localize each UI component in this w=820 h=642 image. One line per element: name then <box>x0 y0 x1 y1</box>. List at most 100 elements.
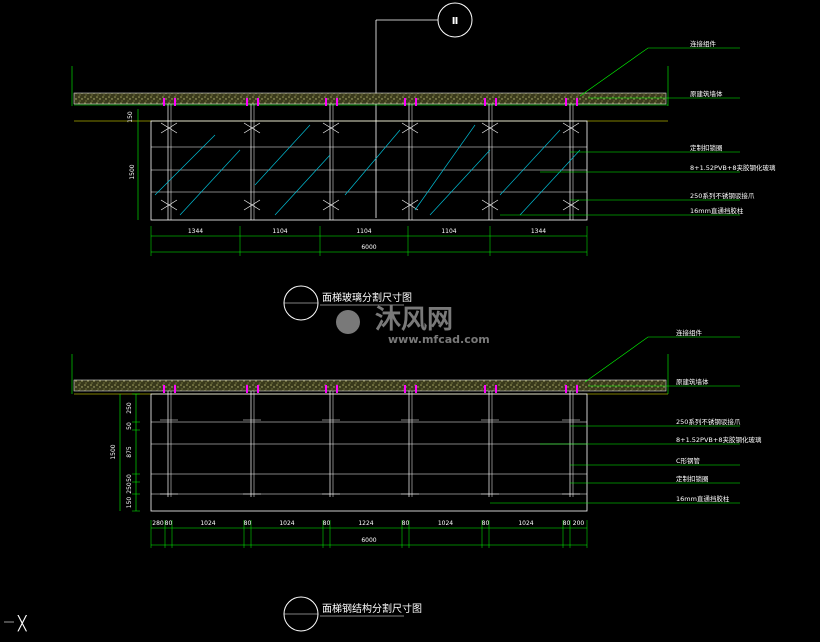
top-claw-5-1 <box>562 199 580 211</box>
top-dim-label-1: 1104 <box>272 228 287 235</box>
top-label-1: 原建筑墙体 <box>690 89 723 98</box>
bottom-left-label-4: 250 <box>126 482 133 494</box>
bottom-posts <box>160 385 580 497</box>
glass-hatch-2 <box>254 124 311 186</box>
top-bolt-r-4 <box>495 98 497 106</box>
bottom-bolt-l-0 <box>163 385 165 393</box>
bottom-dim-label-11: 80 <box>563 520 571 527</box>
elevation-tag: Ⅱ <box>452 16 459 27</box>
top-posts <box>160 98 580 220</box>
bottom-dim-label-6: 1224 <box>358 520 373 527</box>
bottom-total-label: 6000 <box>361 537 376 544</box>
bottom-label-2: 250系列不锈钢驳接爪 <box>676 417 741 426</box>
top-dim-label-2: 1104 <box>356 228 371 235</box>
bottom-bolt-r-0 <box>174 385 176 393</box>
bottom-bolt-l-2 <box>325 385 327 393</box>
top-view-title: 面梯玻璃分割尺寸图 <box>322 291 412 304</box>
bottom-dim-label-2: 1024 <box>200 520 215 527</box>
bottom-leaders: 连接组件原建筑墙体250系列不锈钢驳接爪8+1.52PVB+8夹胶钢化玻璃C形钢… <box>490 328 762 504</box>
bottom-dim-label-4: 1024 <box>279 520 294 527</box>
bottom-slab <box>73 379 667 392</box>
bottom-dim-label-3: 80 <box>244 520 252 527</box>
bottom-bolt-l-3 <box>404 385 406 393</box>
bottom-dim-label-12: 200 <box>573 520 585 527</box>
top-total-label: 6000 <box>361 244 376 251</box>
top-bolt-l-5 <box>565 98 567 106</box>
bottom-left-label-1: 50 <box>126 422 133 430</box>
top-label-2: 定制扣锁圈 <box>690 143 723 152</box>
bottom-left-label-2: 875 <box>126 446 133 458</box>
top-glass-hatch <box>154 124 581 216</box>
ucs-icon: ╳ <box>17 615 28 632</box>
top-claw-0-1 <box>160 199 178 211</box>
bottom-bolt-r-1 <box>257 385 259 393</box>
bottom-panel-frame <box>150 393 588 512</box>
top-bolt-r-0 <box>174 98 176 106</box>
bottom-left-total-label: 1500 <box>110 444 117 459</box>
bottom-dim-label-1: 80 <box>165 520 173 527</box>
top-panel-frame <box>150 120 588 221</box>
glass-hatch-1 <box>179 149 241 216</box>
bottom-left-label-0: 250 <box>126 402 133 414</box>
top-label-0: 连接组件 <box>690 39 717 48</box>
glass-hatch-3 <box>274 154 331 216</box>
glass-hatch-0 <box>154 134 216 196</box>
bottom-dim-label-8: 1024 <box>438 520 453 527</box>
bottom-label-3: 8+1.52PVB+8夹胶钢化玻璃 <box>676 435 762 444</box>
top-bolt-r-5 <box>576 98 578 106</box>
elevation-reference: Ⅱ <box>375 2 473 218</box>
glass-hatch-4 <box>344 129 401 196</box>
bottom-dim-label-9: 80 <box>482 520 490 527</box>
glass-hatch-8 <box>519 149 581 216</box>
bottom-dim-label-10: 1024 <box>518 520 533 527</box>
bottom-dim-label-5: 80 <box>323 520 331 527</box>
bottom-bolt-r-4 <box>495 385 497 393</box>
top-bolt-r-2 <box>336 98 338 106</box>
bottom-view-title: 面梯钢结构分割尺寸图 <box>322 602 422 615</box>
top-bolt-r-3 <box>415 98 417 106</box>
top-claw-3-0 <box>401 122 419 134</box>
top-bolt-l-0 <box>163 98 165 106</box>
bottom-bolt-r-3 <box>415 385 417 393</box>
top-top-dim: 150 <box>127 111 134 123</box>
glass-hatch-5 <box>414 124 476 211</box>
watermark-brand: 沐风网 <box>375 305 453 335</box>
top-claw-5-0 <box>562 122 580 134</box>
top-label-5: 16mm直通挡胶柱 <box>690 206 744 215</box>
bottom-dim-label-7: 80 <box>402 520 410 527</box>
top-left-dim: 1500 <box>129 164 136 179</box>
glass-hatch-6 <box>429 149 491 216</box>
top-bolt-r-1 <box>257 98 259 106</box>
top-dim-label-4: 1344 <box>531 228 546 235</box>
top-claw-2-1 <box>322 199 340 211</box>
top-dim-label-3: 1104 <box>441 228 456 235</box>
watermark-url: www.mfcad.com <box>388 333 490 346</box>
bottom-dim-label-0: 280 <box>152 520 164 527</box>
bottom-label-5: 定制扣锁圈 <box>676 474 709 483</box>
top-leader-0 <box>579 47 740 97</box>
top-label-3: 8+1.52PVB+8夹胶钢化玻璃 <box>690 163 776 172</box>
bottom-label-6: 16mm直通挡胶柱 <box>676 494 730 503</box>
top-claw-1-0 <box>243 122 261 134</box>
bottom-bolt-l-1 <box>246 385 248 393</box>
top-bolt-l-3 <box>404 98 406 106</box>
bottom-label-4: C形钢管 <box>676 456 701 465</box>
bottom-bolt-r-5 <box>576 385 578 393</box>
bottom-bolt-l-4 <box>484 385 486 393</box>
top-bolt-l-1 <box>246 98 248 106</box>
top-claw-4-0 <box>481 122 499 134</box>
top-claw-3-1 <box>401 199 419 211</box>
top-bolt-l-2 <box>325 98 327 106</box>
top-label-4: 250系列不锈钢驳接爪 <box>690 191 755 200</box>
bottom-left-label-5: 150 <box>126 497 133 509</box>
bottom-label-0: 连接组件 <box>676 328 703 337</box>
top-bolt-l-4 <box>484 98 486 106</box>
top-claw-4-1 <box>481 199 499 211</box>
top-claw-1-1 <box>243 199 261 211</box>
